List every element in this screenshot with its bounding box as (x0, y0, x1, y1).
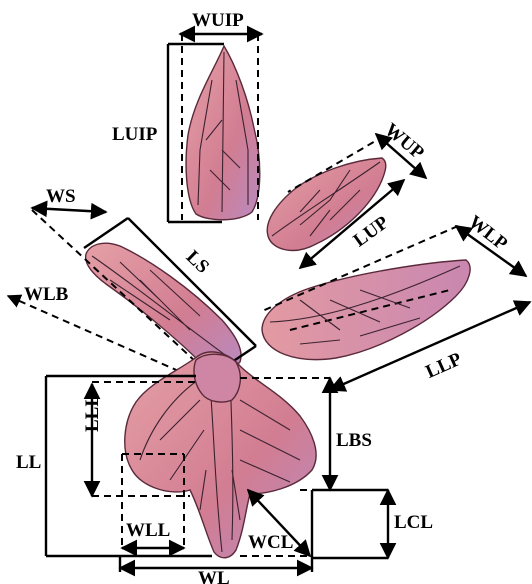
lower-lateral-petal (262, 260, 470, 360)
label-ll: LL (16, 452, 41, 473)
label-lbs: LBS (336, 430, 372, 451)
label-luip: LUIP (112, 124, 158, 145)
label-wuip: WUIP (192, 10, 244, 31)
label-wcl: WCL (248, 532, 293, 553)
label-lup: LUP (350, 212, 393, 252)
label-lll: LLL (82, 394, 103, 432)
label-wll: WLL (126, 520, 170, 541)
label-lcl: LCL (394, 512, 433, 533)
upper-inner-petal (186, 46, 260, 220)
label-llp: LLP (423, 348, 466, 382)
label-wlb: WLB (24, 284, 69, 305)
lcl-dimension (312, 490, 388, 558)
label-ls: LS (182, 246, 213, 277)
label-wl: WL (198, 568, 230, 584)
label-ws: WS (46, 186, 76, 207)
